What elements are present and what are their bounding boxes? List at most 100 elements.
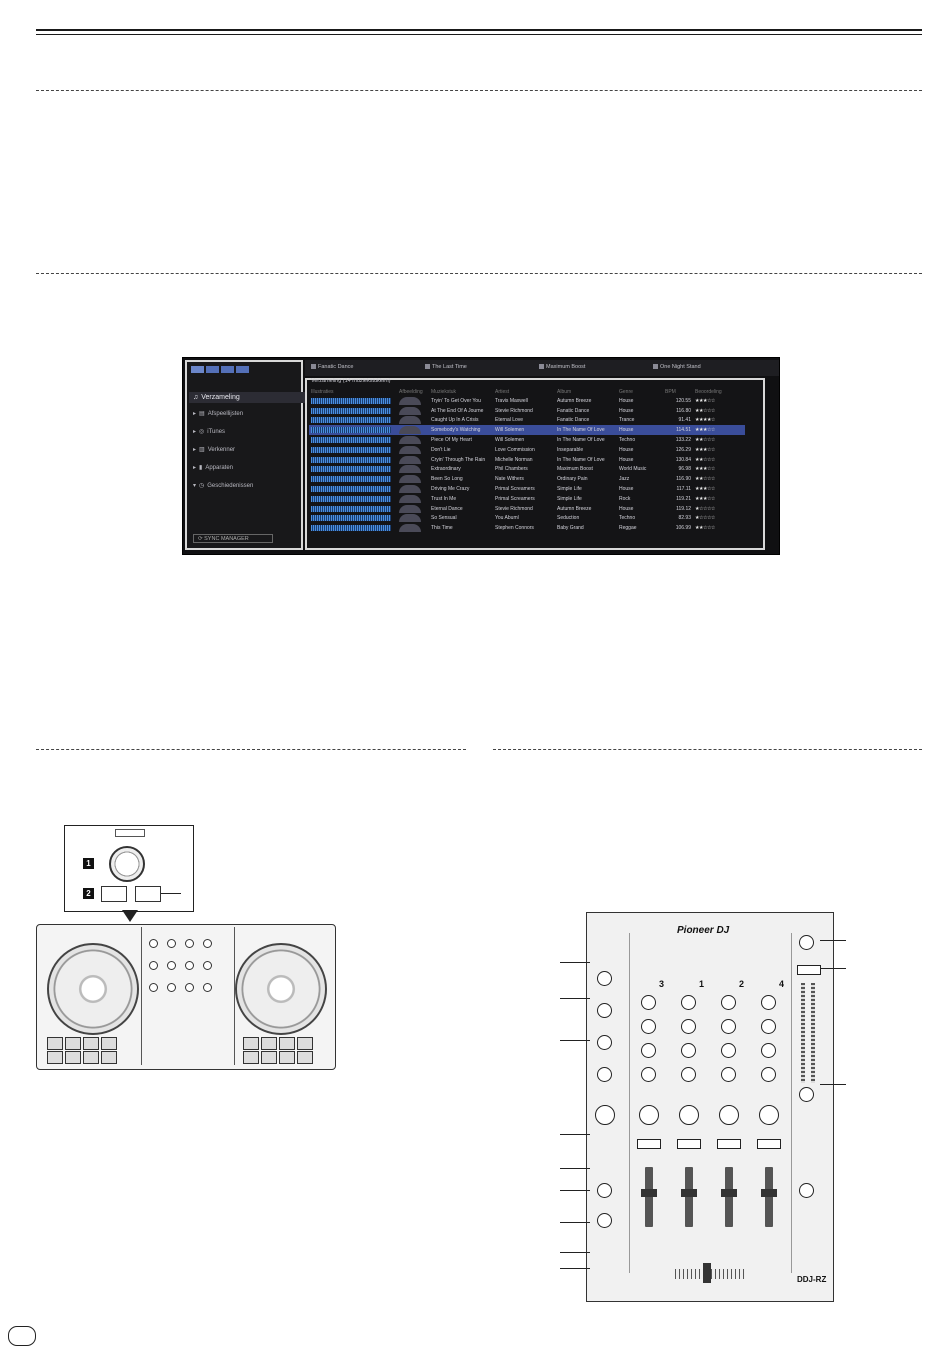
tree-item-playlists[interactable]: ▸▤Afspeellijsten (193, 410, 244, 418)
music-icon: ♫ (193, 394, 199, 401)
table-cell: House (619, 486, 634, 493)
itunes-icon: ◎ (199, 429, 205, 435)
column-header[interactable]: BPM (665, 389, 676, 395)
waveform-icon (311, 437, 391, 444)
table-cell: Simple Life (557, 495, 582, 502)
waveform-icon (311, 525, 391, 532)
tree-item-collection[interactable]: ♫Verzameling (189, 392, 305, 403)
tree-item-explorer[interactable]: ▸▥Verkenner (193, 446, 236, 454)
waveform-icon (311, 476, 391, 483)
waveform-cell (309, 474, 397, 484)
preview-cell (397, 523, 429, 533)
view-toggle[interactable] (221, 366, 234, 373)
column-header[interactable]: Beoordeling (695, 389, 722, 395)
table-cell: Trust In Me (431, 495, 457, 502)
callout-line (820, 940, 846, 941)
preview-cell (397, 396, 429, 406)
channel-number: 4 (779, 979, 785, 989)
preview-cell (397, 504, 429, 514)
preview-cell (397, 494, 429, 504)
table-cell: Primal Screamers (495, 495, 535, 502)
hi-eq-knob (721, 1019, 736, 1034)
view-toggle[interactable] (236, 366, 249, 373)
channel-number: 1 (699, 979, 705, 989)
waveform-cell (309, 494, 397, 504)
table-cell: Jazz (619, 476, 630, 483)
callout-number: 1 (83, 858, 94, 869)
artwork-icon (399, 475, 421, 484)
table-cell: 82.93 (678, 515, 691, 522)
tree-item-devices[interactable]: ▸▮Apparaten (193, 464, 234, 472)
ddj-rz-mixer-illustration: Pioneer DJ DDJ-RZ 3 1 2 4 (586, 912, 834, 1302)
level-meter (811, 983, 815, 1083)
table-cell: Don't Lie (431, 446, 451, 453)
tree-item-histories[interactable]: ▾◷Geschiedenissen (193, 482, 254, 490)
callout-line (560, 1252, 590, 1253)
waveform-icon (311, 466, 391, 473)
artwork-icon (399, 504, 421, 513)
trim-knob (721, 995, 736, 1010)
view-toggle[interactable] (191, 366, 204, 373)
mid-eq-knob (641, 1043, 656, 1058)
callout-line (560, 1190, 590, 1191)
column-header[interactable]: Illustraties (311, 389, 334, 395)
channel-fader (681, 1167, 697, 1227)
mid-eq-knob (681, 1043, 696, 1058)
rating-cell: ★★☆☆☆ (695, 407, 715, 414)
performance-pad (261, 1051, 277, 1064)
knob-icon (185, 939, 194, 948)
column-header[interactable]: Artiest (495, 389, 510, 395)
channel-fader (721, 1167, 737, 1227)
view-toggle[interactable] (206, 366, 219, 373)
booth-monitor-knob (799, 1087, 814, 1102)
waveform-cell (309, 523, 397, 533)
table-cell: Been So Long (431, 476, 463, 483)
column-header[interactable]: Album (557, 389, 572, 395)
table-cell: 106.99 (675, 525, 691, 532)
header-rule-thin (36, 34, 922, 35)
column-header[interactable]: Muziekstuk (431, 389, 457, 395)
artwork-icon (399, 485, 421, 494)
rating-cell: ★☆☆☆☆ (695, 515, 715, 522)
crossfader-knob-icon (703, 1263, 711, 1283)
callout-line (560, 1222, 590, 1223)
trim-knob (681, 995, 696, 1010)
waveform-cell (309, 445, 397, 455)
color-fx-knob (759, 1105, 779, 1125)
deck-strip: Fanatic Dance The Last Time Maximum Boos… (305, 360, 779, 376)
sampler-vol-knob (597, 1067, 612, 1082)
expand-icon: ▸ (193, 465, 197, 471)
knob-icon (167, 961, 176, 970)
sync-manager-button[interactable]: ⟳ SYNC MANAGER (193, 534, 273, 543)
table-cell: Piece Of My Heart (431, 437, 472, 444)
callout-line (161, 893, 181, 894)
color-fx-knob (719, 1105, 739, 1125)
expand-icon: ▾ (193, 483, 197, 489)
mixer-section (141, 927, 235, 1065)
table-cell: 114.51 (663, 425, 693, 436)
performance-pad (65, 1051, 81, 1064)
column-header[interactable]: Afbeelding (399, 389, 423, 395)
controller-zoom-callout: 1 2 (64, 825, 194, 912)
cue-button (717, 1139, 741, 1149)
preview-cell (397, 445, 429, 455)
tree-item-itunes[interactable]: ▸◎iTunes (193, 428, 226, 436)
deck-icon (311, 364, 316, 370)
column-header[interactable]: Genre (619, 389, 633, 395)
jog-wheel-right-icon (235, 943, 327, 1035)
performance-pad (243, 1051, 259, 1064)
